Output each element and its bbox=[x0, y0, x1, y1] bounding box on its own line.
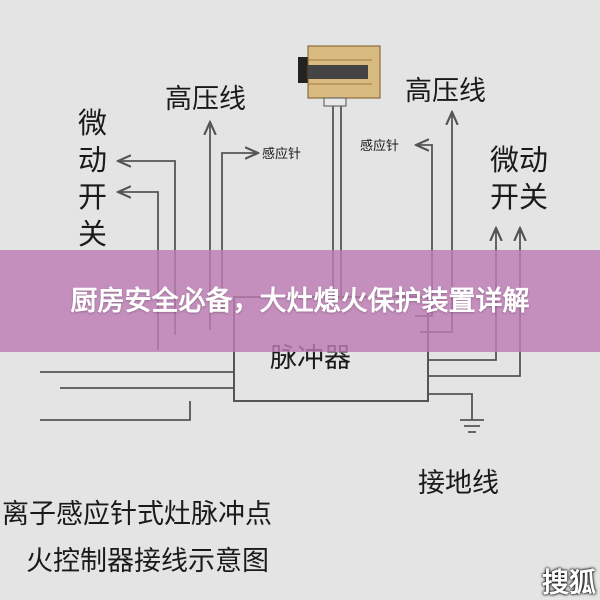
left-switch-char-4: 关 bbox=[78, 217, 107, 251]
right-switch-line-1: 微动 bbox=[490, 143, 548, 177]
wire-left-feed-3 bbox=[40, 401, 191, 421]
right-switch-line-2: 开关 bbox=[490, 180, 548, 214]
left-switch-char-1: 微 bbox=[78, 106, 107, 140]
watermark-text: 搜狐 bbox=[542, 567, 596, 599]
title-banner: 厨房安全必备，大灶熄火保护装置详解 bbox=[0, 250, 600, 352]
left-high-voltage-label: 高压线 bbox=[165, 84, 246, 115]
ground-symbol bbox=[460, 419, 484, 433]
left-switch-char-2: 动 bbox=[78, 143, 107, 177]
left-sensor-label: 感应针 bbox=[262, 146, 301, 162]
igniter-electrode bbox=[298, 45, 381, 107]
right-high-voltage-label: 高压线 bbox=[405, 76, 486, 107]
electrode-cap bbox=[298, 57, 308, 83]
electrode-ceramic-lines bbox=[308, 59, 372, 85]
left-switch-char-3: 开 bbox=[78, 180, 107, 214]
ground-wire-label: 接地线 bbox=[418, 468, 499, 499]
watermark: 搜狐 bbox=[542, 562, 596, 599]
wire-ground bbox=[428, 393, 473, 420]
caption-line-2: 火控制器接线示意图 bbox=[26, 546, 269, 577]
electrode-rod bbox=[308, 65, 368, 79]
right-sensor-label: 感应针 bbox=[360, 138, 399, 154]
caption-line-1: 离子感应针式灶脉冲点 bbox=[2, 499, 272, 530]
electrode-base bbox=[323, 97, 347, 107]
article-title: 厨房安全必备，大灶熄火保护装置详解 bbox=[70, 285, 530, 317]
